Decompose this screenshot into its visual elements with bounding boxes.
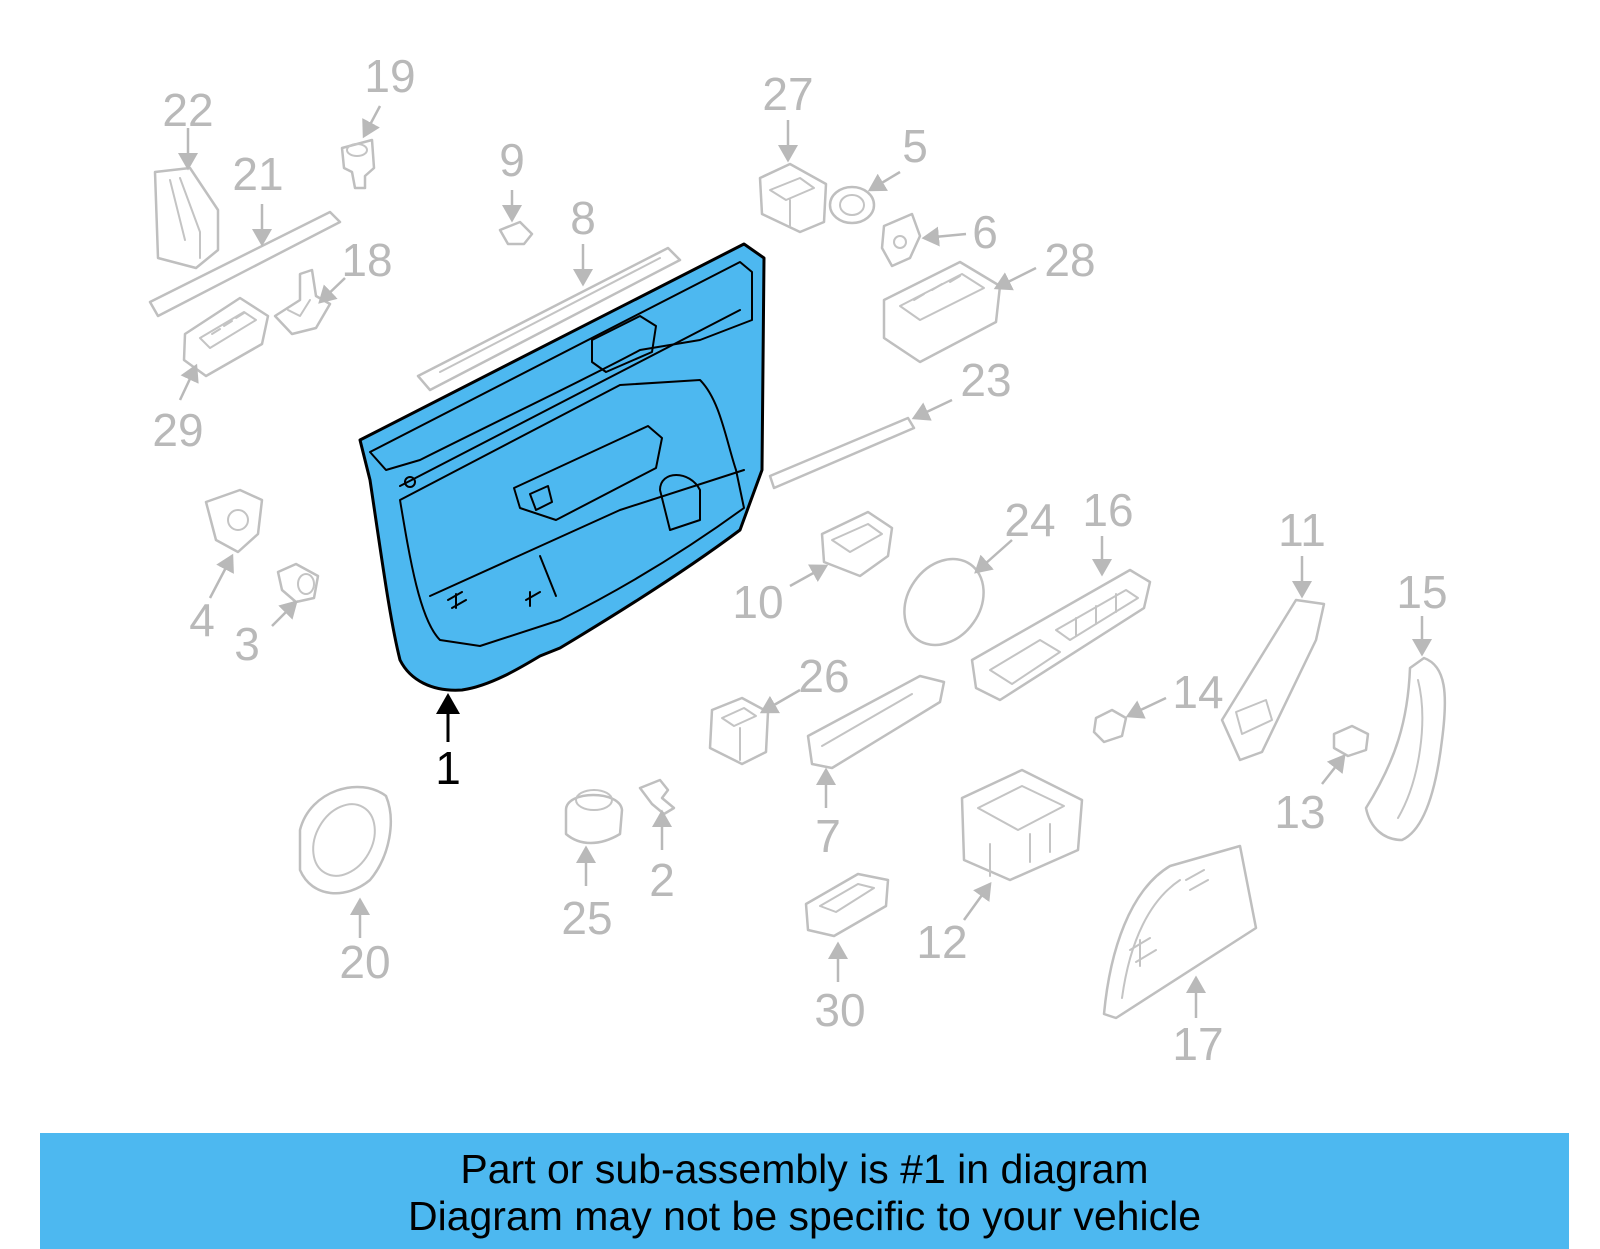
part-21-belt-molding xyxy=(148,204,342,318)
callout-20: 20 xyxy=(339,936,390,988)
part-1-door-trim-panel[interactable] xyxy=(358,242,766,742)
callout-1[interactable]: 1 xyxy=(435,742,461,794)
callout-16: 16 xyxy=(1082,484,1133,536)
part-25-knob xyxy=(564,789,624,886)
part-26-switch xyxy=(708,688,801,766)
callout-14: 14 xyxy=(1172,666,1223,718)
part-17-map-pocket xyxy=(1102,844,1258,1020)
part-24-speaker-ring xyxy=(903,539,1013,647)
part-3-push-pin xyxy=(271,562,320,627)
parts-diagram: 22 19 21 9 27 5 8 6 18 28 29 23 4 3 24 1… xyxy=(148,50,1448,1070)
part-5-socket xyxy=(828,170,901,225)
part-28-master-switch xyxy=(882,260,1037,364)
callout-26: 26 xyxy=(798,650,849,702)
part-22-corner-trim xyxy=(153,128,220,270)
part-10-bracket xyxy=(789,510,894,588)
callout-2: 2 xyxy=(649,854,675,906)
callout-12: 12 xyxy=(916,916,967,968)
info-banner: Part or sub-assembly is #1 in diagram Di… xyxy=(40,1133,1569,1249)
callout-10: 10 xyxy=(732,576,783,628)
part-7-armrest-pad xyxy=(806,674,946,808)
callout-13: 13 xyxy=(1274,786,1325,838)
callout-17: 17 xyxy=(1172,1018,1223,1070)
part-14-clip xyxy=(1092,696,1167,744)
part-23-lower-molding xyxy=(768,398,953,490)
callout-27: 27 xyxy=(762,68,813,120)
part-12-mounting-bracket xyxy=(960,768,1084,921)
callout-3: 3 xyxy=(234,618,260,670)
callout-4: 4 xyxy=(189,594,215,646)
part-30-handle-bezel xyxy=(804,872,890,982)
callout-5: 5 xyxy=(902,120,928,172)
callout-22: 22 xyxy=(162,84,213,136)
callout-29: 29 xyxy=(152,404,203,456)
callout-18: 18 xyxy=(341,234,392,286)
part-11-grab-handle xyxy=(1220,556,1326,762)
callout-23: 23 xyxy=(960,354,1011,406)
part-9-push-clip xyxy=(498,190,534,246)
part-29-window-switch xyxy=(178,296,270,401)
callout-25: 25 xyxy=(561,892,612,944)
callout-24: 24 xyxy=(1004,494,1055,546)
part-15-pull-trim xyxy=(1364,616,1447,842)
callout-labels: 22 19 21 9 27 5 8 6 18 28 29 23 4 3 24 1… xyxy=(152,50,1447,1070)
callout-21: 21 xyxy=(232,148,283,200)
banner-line-2: Diagram may not be specific to your vehi… xyxy=(407,1193,1201,1239)
callout-11: 11 xyxy=(1278,504,1326,556)
callout-8: 8 xyxy=(570,192,596,244)
part-13-clip xyxy=(1321,724,1370,785)
part-16-armrest-panel xyxy=(970,536,1152,702)
callout-7: 7 xyxy=(815,810,841,862)
part-4-clip xyxy=(204,488,264,599)
callout-30: 30 xyxy=(814,984,865,1036)
callout-6: 6 xyxy=(972,206,998,258)
part-6-clip xyxy=(880,212,967,268)
callout-19: 19 xyxy=(364,50,415,102)
part-20-speaker-bracket xyxy=(298,785,392,938)
banner-line-1: Part or sub-assembly is #1 in diagram xyxy=(460,1146,1149,1192)
part-27-switch-housing xyxy=(758,120,828,234)
part-2-screw xyxy=(638,778,676,850)
callout-28: 28 xyxy=(1044,234,1095,286)
callout-15: 15 xyxy=(1396,566,1447,618)
part-19-clip xyxy=(340,105,382,190)
part-8-weatherstrip xyxy=(416,244,682,392)
callout-9: 9 xyxy=(499,134,525,186)
part-18-bracket xyxy=(273,268,346,336)
